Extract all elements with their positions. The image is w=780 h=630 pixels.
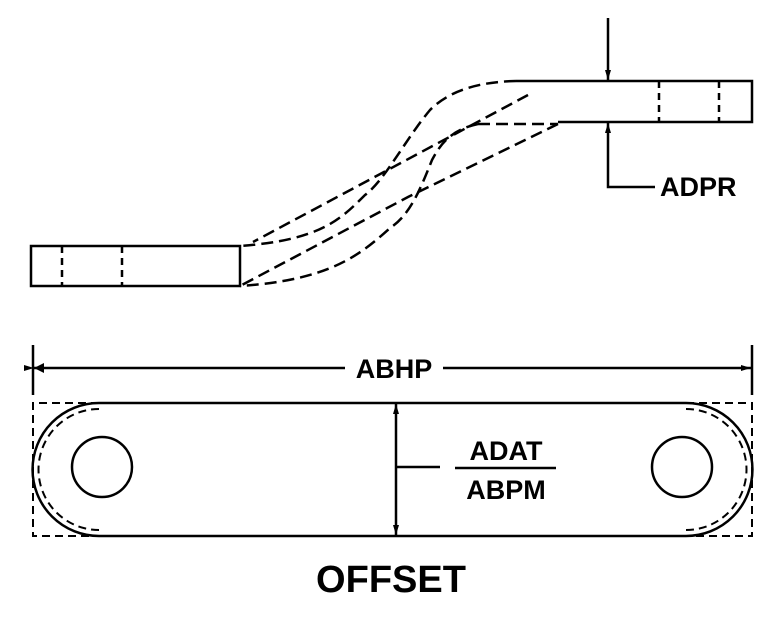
right-bar-end xyxy=(516,79,754,124)
thickness-label: ADPR xyxy=(660,172,737,202)
width-label-denominator: ABPM xyxy=(466,475,546,505)
side-view xyxy=(29,18,754,288)
hole-right xyxy=(650,435,714,499)
thickness-arrow-up xyxy=(605,123,655,189)
square-end-outline xyxy=(32,402,753,537)
diagram-title: OFFSET xyxy=(316,559,466,601)
hole-left xyxy=(70,435,134,499)
width-label-numerator: ADAT xyxy=(470,436,543,466)
overall-length-label: ABHP xyxy=(356,354,433,384)
left-bar-end xyxy=(29,244,242,288)
link-outline xyxy=(31,401,754,538)
offset-bend-lines xyxy=(239,79,559,288)
top-view xyxy=(24,345,754,538)
